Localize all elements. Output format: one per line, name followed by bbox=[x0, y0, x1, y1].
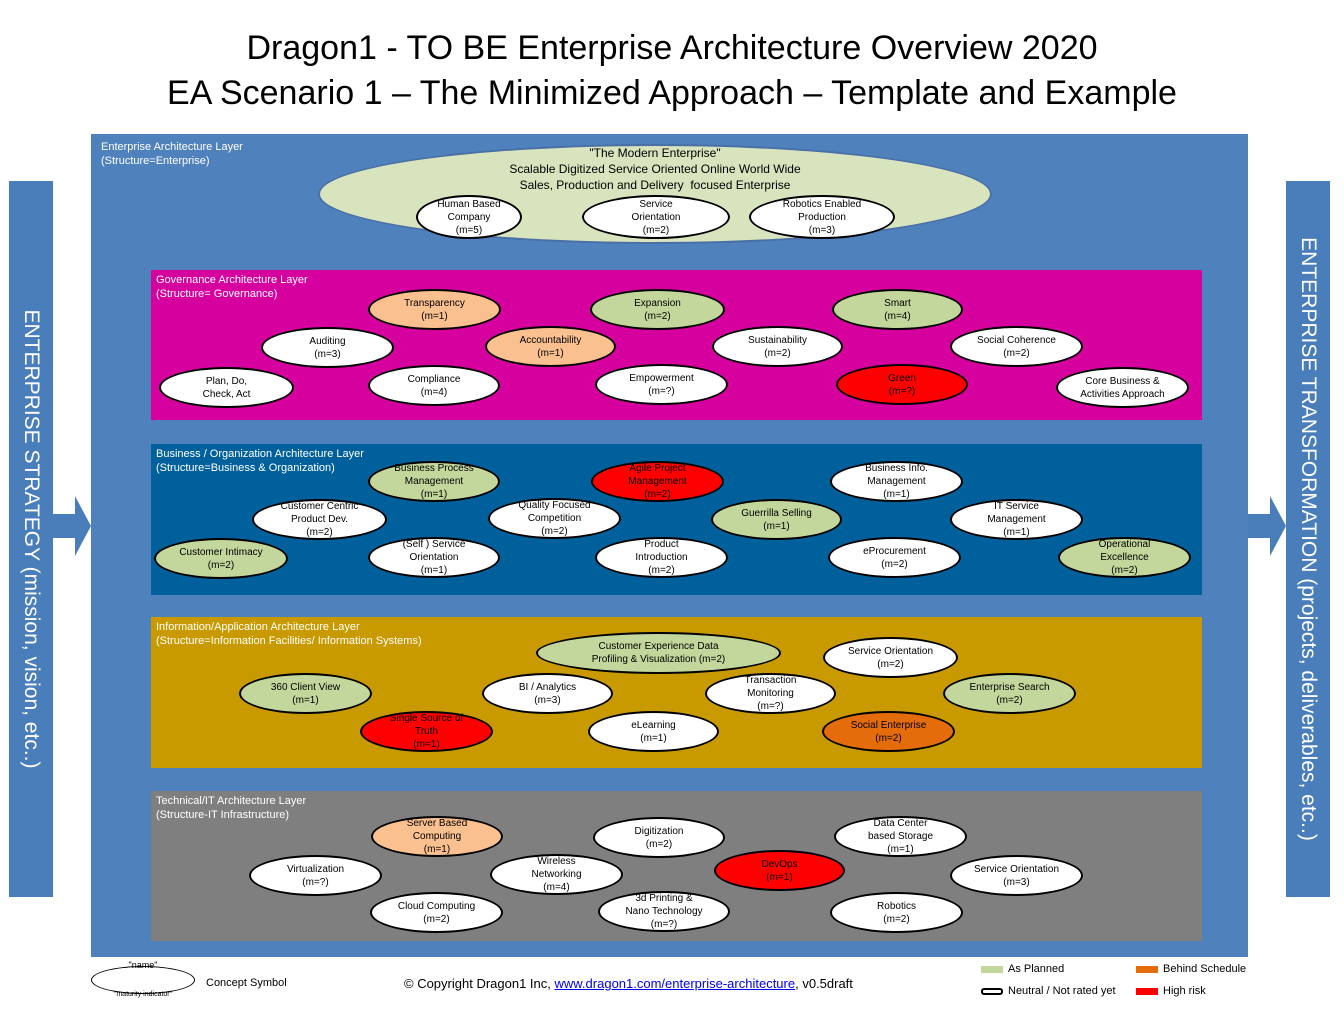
concept-ellipse: Quality Focused Competition (m=2) bbox=[488, 498, 621, 539]
concept-ellipse: Single Source of Truth (m=1) bbox=[360, 711, 493, 752]
concept-ellipse: Social Coherence (m=2) bbox=[950, 326, 1083, 367]
concept-ellipse: Social Enterprise (m=2) bbox=[822, 711, 955, 752]
legend-swatch-high-risk bbox=[1136, 988, 1158, 995]
concept-ellipse: Cloud Computing (m=2) bbox=[370, 892, 503, 933]
enterprise-concept: Robotics Enabled Production (m=3) bbox=[749, 195, 895, 239]
concept-ellipse: Compliance (m=4) bbox=[368, 365, 500, 406]
legend-neutral: Neutral / Not rated yet bbox=[1008, 985, 1116, 997]
enterprise-strategy-label: ENTERPRISE STRATEGY (mission, vision, et… bbox=[20, 309, 43, 769]
concept-ellipse: Accountability (m=1) bbox=[485, 326, 616, 367]
concept-ellipse: Core Business & Activities Approach bbox=[1056, 367, 1189, 408]
concept-symbol-example: "name" "maturity indicator" bbox=[91, 960, 195, 998]
business-layer-label: Business / Organization Architecture Lay… bbox=[156, 448, 364, 474]
concept-ellipse: Auditing (m=3) bbox=[261, 327, 394, 368]
enterprise-vision-text: "The Modern Enterprise" Scalable Digitiz… bbox=[509, 146, 801, 192]
concept-ellipse: Enterprise Search (m=2) bbox=[943, 673, 1076, 714]
concept-ellipse: BI / Analytics (m=3) bbox=[482, 673, 613, 714]
concept-ellipse: Operational Excellence (m=2) bbox=[1058, 537, 1191, 578]
enterprise-concept: Service Orientation (m=2) bbox=[582, 195, 730, 239]
title-line-1: Dragon1 - TO BE Enterprise Architecture … bbox=[246, 29, 1098, 67]
strategy-arrow-icon bbox=[53, 496, 91, 556]
concept-ellipse: Plan, Do, Check, Act bbox=[159, 367, 294, 408]
concept-ellipse: Transparency (m=1) bbox=[368, 289, 501, 330]
concept-ellipse: Server Based Computing (m=1) bbox=[371, 816, 503, 857]
legend-high-risk: High risk bbox=[1163, 985, 1206, 997]
concept-ellipse: Virtualization (m=?) bbox=[249, 855, 382, 896]
concept-ellipse: 3d Printing & Nano Technology (m=?) bbox=[598, 891, 730, 932]
copyright: © Copyright Dragon1 Inc, www.dragon1.com… bbox=[404, 976, 853, 991]
concept-ellipse: Robotics (m=2) bbox=[830, 892, 963, 933]
concept-ellipse: Wireless Networking (m=4) bbox=[490, 854, 623, 895]
title-line-2: EA Scenario 1 – The Minimized Approach –… bbox=[167, 74, 1177, 112]
legend-as-planned: As Planned bbox=[1008, 963, 1065, 975]
concept-ellipse: Customer Experience Data Profiling & Vis… bbox=[536, 632, 781, 674]
legend-swatch-behind-schedule bbox=[1136, 966, 1158, 973]
concept-ellipse: Transaction Monitoring (m=?) bbox=[705, 673, 836, 714]
enterprise-layer-label: Enterprise Architecture Layer (Structure… bbox=[101, 141, 243, 167]
enterprise-transformation-label: ENTERPRISE TRANSFORMATION (projects, del… bbox=[1297, 237, 1320, 841]
concept-ellipse: Business Info. Management (m=1) bbox=[830, 461, 963, 502]
technical-layer-label: Technical/IT Architecture Layer (Structu… bbox=[156, 795, 307, 821]
concept-ellipse: eProcurement (m=2) bbox=[828, 537, 961, 578]
concept-ellipse: Agile Project Management (m=2) bbox=[591, 461, 724, 502]
enterprise-concept: Human Based Company (m=5) bbox=[416, 195, 522, 239]
concept-ellipse: IT Service Management (m=1) bbox=[950, 499, 1083, 540]
governance-layer-label: Governance Architecture Layer (Structure… bbox=[156, 274, 308, 300]
copyright-prefix: © Copyright Dragon1 Inc, bbox=[404, 976, 555, 991]
concept-ellipse: Customer Centric Product Dev. (m=2) bbox=[252, 499, 387, 540]
concept-ellipse: Customer Intimacy (m=2) bbox=[154, 538, 288, 579]
concept-ellipse: eLearning (m=1) bbox=[588, 711, 719, 752]
concept-ellipse: Service Orientation (m=2) bbox=[823, 637, 958, 678]
concept-ellipse: Product Introduction (m=2) bbox=[595, 537, 728, 578]
concept-ellipse: Smart (m=4) bbox=[832, 289, 963, 330]
enterprise-strategy-bar: ENTERPRISE STRATEGY (mission, vision, et… bbox=[9, 181, 53, 897]
enterprise-transformation-bar: ENTERPRISE TRANSFORMATION (projects, del… bbox=[1286, 181, 1330, 897]
concept-ellipse: Data Center based Storage (m=1) bbox=[834, 816, 967, 857]
concept-ellipse: Guerrilla Selling (m=1) bbox=[711, 499, 842, 540]
transformation-arrow-icon bbox=[1248, 496, 1286, 556]
legend-behind-schedule: Behind Schedule bbox=[1163, 963, 1247, 975]
concept-ellipse: Digitization (m=2) bbox=[593, 817, 725, 858]
concept-symbol-maturity: "maturity indicator" bbox=[113, 991, 173, 998]
information-layer-label: Information/Application Architecture Lay… bbox=[156, 621, 422, 647]
concept-ellipse: Business Process Management (m=1) bbox=[368, 461, 500, 502]
concept-ellipse: (Self ) Service Orientation (m=1) bbox=[368, 537, 500, 578]
concept-symbol-name: "name" bbox=[128, 960, 158, 970]
concept-ellipse: Expansion (m=2) bbox=[590, 289, 725, 330]
concept-ellipse: Green (m=?) bbox=[836, 364, 968, 405]
concept-ellipse: DevOps (m=1) bbox=[714, 850, 845, 891]
concept-ellipse: Sustainability (m=2) bbox=[712, 326, 843, 367]
concept-ellipse: Service Orientation (m=3) bbox=[950, 855, 1083, 896]
legend-swatch-neutral bbox=[981, 988, 1003, 995]
legend-swatch-as-planned bbox=[981, 966, 1003, 973]
copyright-suffix: , v0.5draft bbox=[795, 976, 853, 991]
concept-symbol-label: Concept Symbol bbox=[206, 977, 287, 989]
concept-ellipse: Empowerment (m=?) bbox=[595, 364, 728, 405]
dragon1-link[interactable]: www.dragon1.com/enterprise-architecture bbox=[554, 976, 796, 991]
concept-ellipse: 360 Client View (m=1) bbox=[239, 673, 372, 714]
